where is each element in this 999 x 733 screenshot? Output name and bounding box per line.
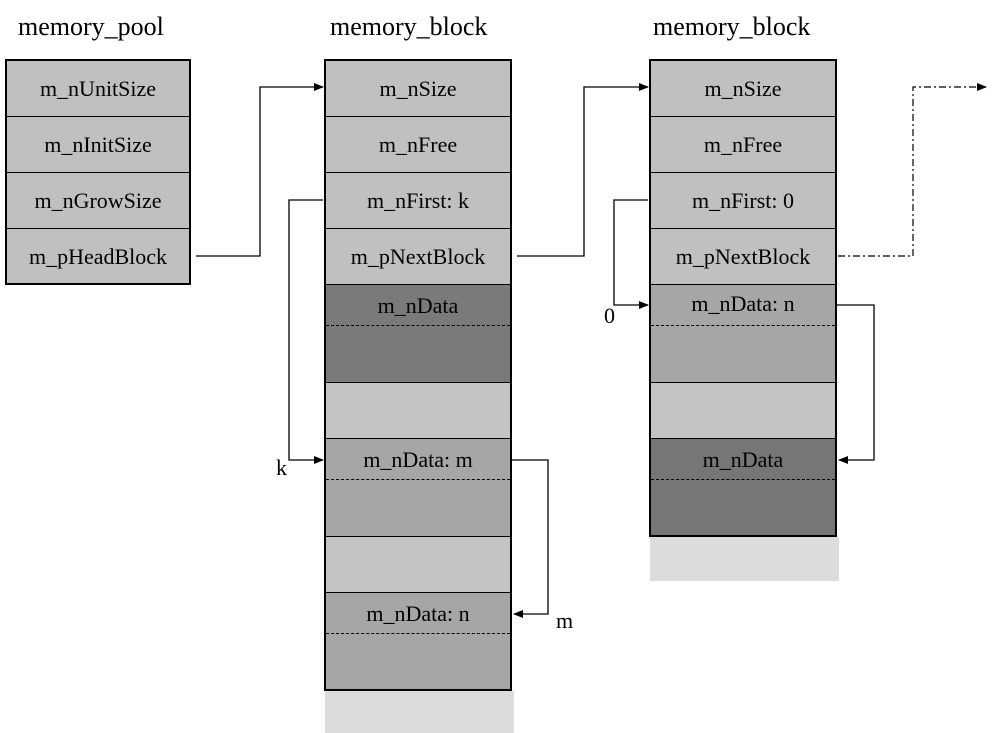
first-free-zero-arrow [613, 199, 649, 309]
block1-data-unit-k: m_nData: m [326, 439, 510, 537]
first-free-k-arrow [288, 199, 324, 464]
marker-m: m [556, 608, 574, 633]
block2-free-cell: m_nFree [651, 117, 835, 173]
block2-data-unit-n: m_nData [651, 439, 835, 535]
block1-data-m-label: m_nData: n [366, 601, 470, 626]
block1-size-label: m_nSize [379, 76, 457, 101]
pool-grow-size-cell: m_nGrowSize [7, 173, 189, 229]
block2-next-cell: m_pNextBlock [651, 229, 835, 285]
block2-data-n-label: m_nData [702, 447, 784, 472]
block2-next-label: m_pNextBlock [675, 244, 811, 269]
block2-data-0-label: m_nData: n [691, 291, 795, 316]
block1-gap-unit [326, 537, 510, 593]
head-block-arrow [196, 83, 324, 257]
pool-init-size-cell: m_nInitSize [7, 117, 189, 173]
free-link-n-arrow [837, 304, 875, 464]
memory-block-2-title: memory_block [653, 12, 811, 41]
pool-unit-size-label: m_nUnitSize [39, 76, 157, 101]
free-link-m-arrow [512, 459, 549, 618]
memory-pool-title: memory_pool [18, 12, 164, 41]
block2-data-n-divider [651, 479, 835, 480]
block1-data-a-divider [326, 325, 510, 326]
block2-data-unit-0: m_nData: n [651, 285, 835, 383]
block2-data-0-divider [651, 325, 835, 326]
block1-data-unit-m: m_nData: n [326, 593, 510, 689]
block2-free-label: m_nFree [703, 132, 783, 157]
block2-first-cell: m_nFirst: 0 [651, 173, 835, 229]
pool-init-size-label: m_nInitSize [44, 132, 152, 157]
block2-size-label: m_nSize [704, 76, 782, 101]
block1-free-unit [326, 383, 510, 439]
block1-next-cell: m_pNextBlock [326, 229, 510, 285]
next-block-arrow [517, 83, 649, 257]
memory-block-2: m_nSize m_nFree m_nFirst: 0 m_pNextBlock… [649, 59, 837, 537]
block1-data-unit-a: m_nData [326, 285, 510, 383]
block1-data-a-label: m_nData [377, 293, 459, 318]
pool-unit-size-cell: m_nUnitSize [7, 61, 189, 117]
marker-k: k [276, 455, 287, 480]
block2-tail [650, 537, 839, 581]
block2-size-cell: m_nSize [651, 61, 835, 117]
block1-data-k-label: m_nData: m [363, 447, 473, 472]
block1-next-label: m_pNextBlock [350, 244, 486, 269]
block1-tail [325, 691, 514, 733]
block1-data-m-divider [326, 633, 510, 634]
memory-block-1: m_nSize m_nFree m_nFirst: k m_pNextBlock… [324, 59, 512, 691]
block2-free-unit [651, 383, 835, 439]
marker-zero: 0 [604, 303, 615, 328]
block2-first-label: m_nFirst: 0 [691, 188, 795, 213]
memory-block-1-title: memory_block [330, 12, 488, 41]
pool-head-block-label: m_pHeadBlock [28, 244, 168, 269]
pool-grow-size-label: m_nGrowSize [34, 188, 162, 213]
block1-data-k-divider [326, 479, 510, 480]
memory-pool: m_nUnitSize m_nInitSize m_nGrowSize m_pH… [5, 59, 191, 285]
block1-free-cell: m_nFree [326, 117, 510, 173]
block1-size-cell: m_nSize [326, 61, 510, 117]
block1-first-label: m_nFirst: k [366, 188, 470, 213]
block1-first-cell: m_nFirst: k [326, 173, 510, 229]
block1-free-label: m_nFree [378, 132, 458, 157]
next-block-continuation-arrow [838, 83, 987, 257]
pool-head-block-cell: m_pHeadBlock [7, 229, 189, 283]
